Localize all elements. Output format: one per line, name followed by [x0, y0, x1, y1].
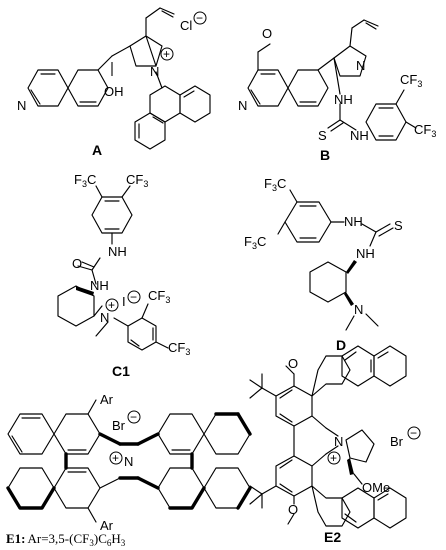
minus-sign: − — [410, 426, 417, 440]
atom-S: S — [318, 128, 327, 143]
plus-sign: + — [112, 451, 119, 465]
atom-N-quinoline: N — [238, 98, 247, 113]
atom-NH-1: NH — [108, 244, 127, 259]
structure-C1: F3C CF3 NH O NH N + I − CF3 CF3 C1 — [57, 172, 190, 379]
label-E2: E2 — [324, 529, 341, 545]
plus-charge-icon — [105, 298, 119, 312]
cf3-group: CF3 — [414, 122, 436, 139]
f3c-group: F3C — [74, 172, 96, 189]
label-D: D — [336, 337, 346, 353]
atom-O-bottom: O — [288, 502, 298, 517]
cf3-group: CF3 — [400, 72, 422, 89]
minus-sign: − — [130, 290, 137, 304]
atom-NH-1: NH — [334, 92, 353, 107]
counterion-Br: Br — [112, 418, 126, 433]
plus-charge-icon — [109, 451, 123, 465]
structure-E1: Ar Ar N + Br − E1:Ar=3,5-(CF3)C6H3 — [6, 392, 252, 548]
atom-O: O — [72, 256, 82, 271]
minus-charge-icon — [127, 410, 141, 424]
plus-sign: + — [163, 47, 170, 61]
cf3-group: CF3 — [148, 288, 170, 305]
atom-N: N — [17, 98, 26, 113]
atom-NH-2: NH — [90, 278, 109, 293]
label-C1: C1 — [112, 363, 130, 379]
f3c-group: F3C — [244, 234, 266, 251]
caption-E1: E1:Ar=3,5-(CF3)C6H3 — [6, 531, 126, 548]
atom-NH-1: NH — [344, 214, 363, 229]
counterion-Br: Br — [390, 434, 404, 449]
plus-sign: + — [330, 451, 337, 465]
minus-sign: − — [196, 11, 203, 25]
cf3-group: CF3 — [168, 340, 190, 357]
structure-A: N OH N + Cl − A — [17, 7, 211, 158]
minus-charge-icon — [193, 11, 207, 25]
counterion-I: I — [122, 294, 126, 309]
ar-group: Ar — [100, 518, 114, 533]
ome-group: OMe — [362, 480, 390, 495]
atom-N-quinuclidine: N — [356, 58, 365, 73]
atom-NH-2: NH — [350, 128, 369, 143]
plus-charge-icon — [160, 47, 174, 61]
structure-E2: O O N + OMe Br − E2 — [249, 345, 421, 545]
atom-N-plus: N — [124, 454, 133, 469]
atom-N: N — [354, 302, 363, 317]
atom-O-methoxy: O — [262, 26, 272, 41]
minus-charge-icon — [127, 290, 141, 304]
atom-N-plus: N — [334, 434, 343, 449]
atom-S: S — [394, 218, 403, 233]
atom-N-plus: N — [150, 64, 159, 79]
minus-sign: − — [130, 410, 137, 424]
cf3-group: CF3 — [126, 172, 148, 189]
atom-N-plus: N — [100, 310, 109, 325]
plus-sign: + — [108, 298, 115, 312]
atom-OH: OH — [104, 84, 124, 99]
structure-D: F3C F3C NH S NH N D — [244, 176, 403, 353]
atom-NH-2: NH — [356, 246, 375, 261]
counterion-Cl: Cl — [180, 18, 192, 33]
ar-group: Ar — [100, 392, 114, 407]
label-A: A — [92, 142, 102, 158]
f3c-group: F3C — [264, 176, 286, 193]
plus-charge-icon — [327, 451, 341, 465]
minus-charge-icon — [407, 426, 421, 440]
structure-B: O N N NH S NH CF3 CF3 B — [238, 19, 436, 163]
label-B: B — [320, 147, 330, 163]
atom-O-top: O — [288, 356, 298, 371]
